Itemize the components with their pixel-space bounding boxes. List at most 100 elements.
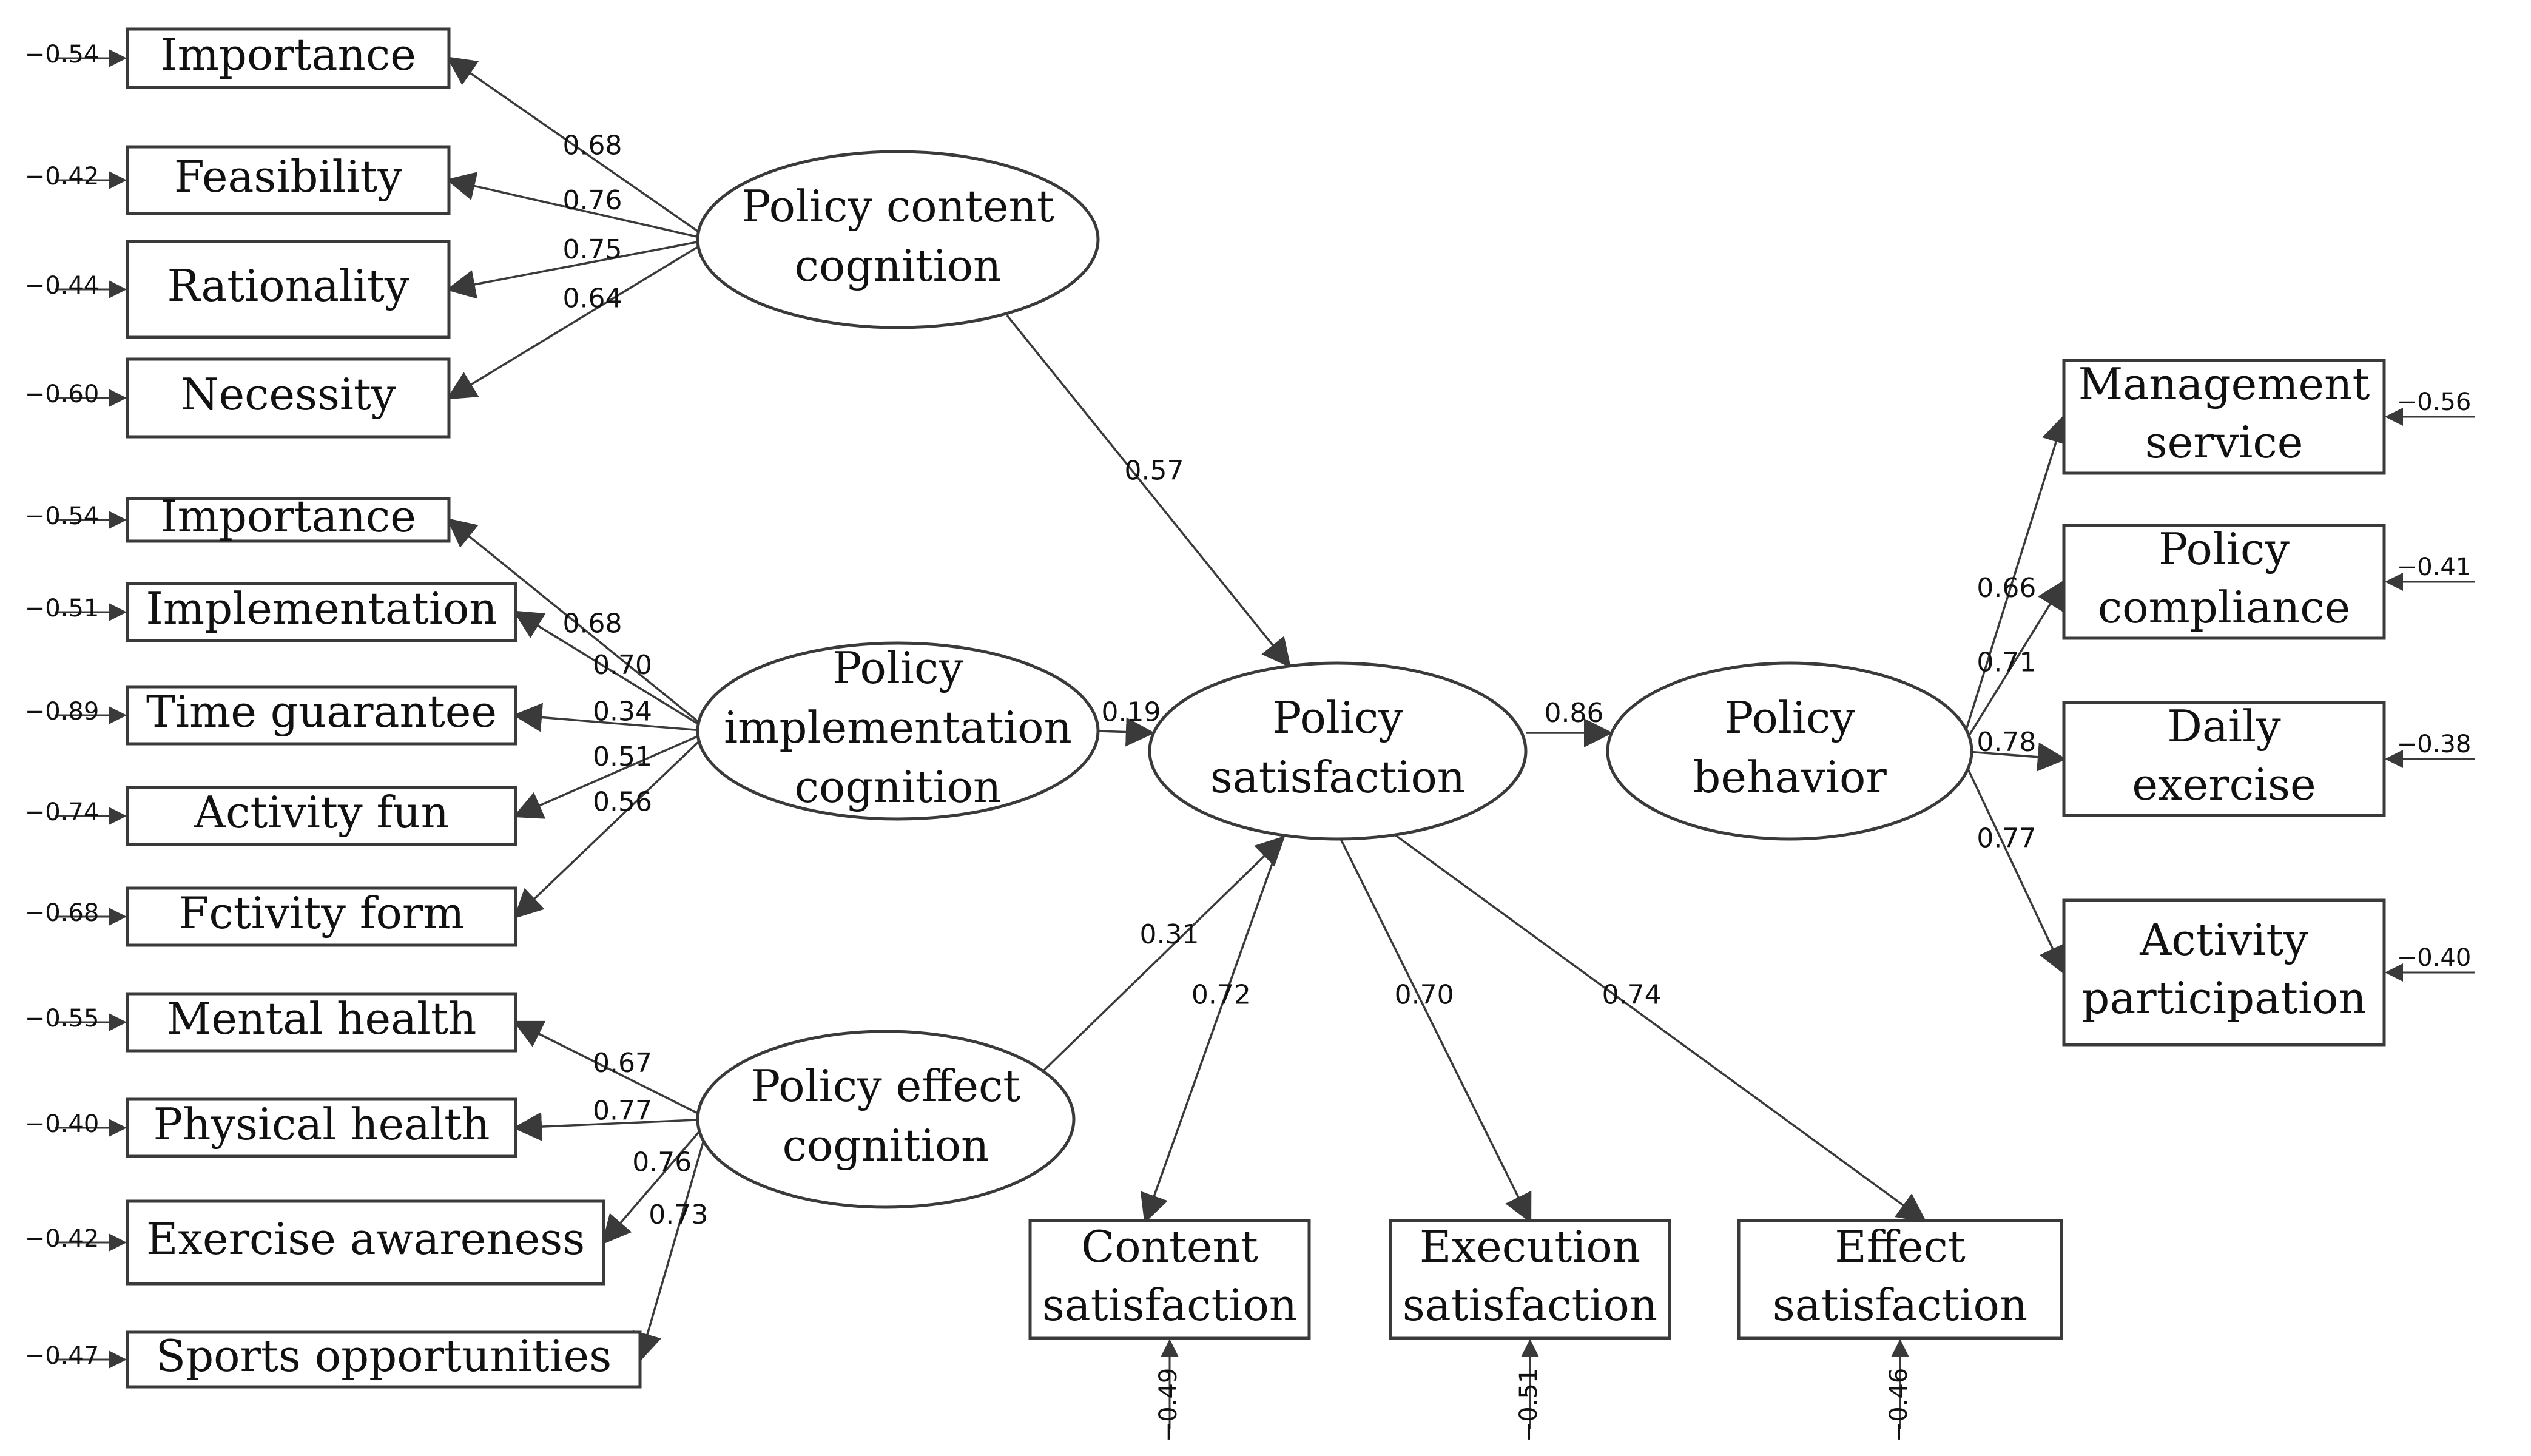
path-ps_pb: 0.86 [1545, 698, 1604, 729]
loading-pcc-1: 0.76 [563, 185, 622, 216]
loading-edge-pic-0 [447, 517, 711, 732]
error-pic-3: −0.74 [25, 798, 99, 826]
loading-pic-0: 0.68 [563, 608, 622, 639]
indicator-pec-3-label: Sports opportunities [156, 1330, 612, 1381]
loading-pic-4: 0.56 [593, 787, 652, 818]
indicator-pic-3 [126, 786, 517, 846]
loading-pcc-0: 0.68 [563, 130, 622, 161]
indicator-pic-4-label: Fctivity form [178, 888, 464, 939]
indicator-pec-1 [126, 1097, 517, 1158]
indicator-pb-3 [2062, 898, 2386, 1046]
loading-ps-1: 0.70 [1395, 980, 1454, 1011]
indicator-pic-4 [126, 886, 517, 947]
error-pcc-0: −0.54 [25, 41, 99, 69]
loading-pb-2: 0.78 [1977, 727, 2036, 758]
loading-ps-2: 0.74 [1602, 980, 1662, 1011]
indicator-pic-2-label: Time guarantee [146, 686, 497, 737]
error-pb-3: −0.40 [2397, 944, 2472, 972]
loading-edge-pic-3 [513, 730, 710, 819]
error-pic-4: −0.68 [25, 899, 99, 927]
indicator-pic-1 [126, 582, 517, 642]
latent-pcc [696, 150, 1100, 329]
indicator-pec-2 [126, 1199, 605, 1286]
indicator-pic-3-label: Activity fun [194, 787, 449, 838]
indicator-pcc-3 [126, 357, 451, 439]
loading-edge-pcc-2 [446, 238, 710, 299]
loading-edge-pb-2 [1959, 742, 2067, 772]
loading-edge-pcc-1 [446, 172, 710, 241]
indicator-pic-2 [126, 685, 517, 746]
indicator-pcc-0 [126, 27, 451, 89]
loading-pec-2: 0.76 [632, 1147, 692, 1178]
indicator-ps-2 [1737, 1219, 2063, 1340]
latent-pb [1606, 661, 1973, 841]
loading-edge-pec-0 [513, 1020, 710, 1121]
loading-pcc-3: 0.64 [563, 283, 622, 314]
path-edge-pec_ps [1042, 835, 1286, 1072]
indicator-pec-1-label: Physical health [153, 1099, 490, 1150]
indicator-pb-2 [2062, 701, 2386, 817]
indicator-pcc-2-label: Rationality [167, 260, 409, 311]
error-pb-1: −0.41 [2397, 553, 2472, 581]
loading-edge-pcc-0 [447, 56, 710, 241]
error-pcc-1: −0.42 [25, 163, 99, 190]
edges-layer [55, 49, 2475, 1429]
loading-pec-0: 0.67 [593, 1048, 652, 1079]
indicator-pb-1 [2062, 524, 2386, 640]
indicator-pic-0 [126, 497, 451, 543]
loading-edge-pic-1 [513, 610, 710, 732]
loading-edge-ps-1 [1336, 832, 1532, 1224]
indicator-pec-0-label: Mental health [167, 993, 477, 1044]
path-edge-pcc_ps [1006, 314, 1292, 668]
indicator-pec-2-label: Exercise awareness [146, 1213, 585, 1264]
error-pec-0: −0.55 [25, 1005, 99, 1033]
latent-pec [696, 1030, 1076, 1209]
loading-edge-pec-3 [633, 1119, 711, 1363]
path-pcc_ps: 0.57 [1125, 456, 1184, 487]
loading-edge-pb-3 [1958, 750, 2066, 976]
error-pic-1: −0.51 [25, 595, 99, 622]
error-pb-2: −0.38 [2397, 730, 2472, 758]
indicator-pcc-1-label: Feasibility [174, 151, 403, 202]
indicator-pec-0 [126, 992, 517, 1053]
indicator-ps-1 [1389, 1219, 1671, 1340]
indicator-ps-0 [1028, 1219, 1311, 1340]
error-pic-2: −0.89 [25, 698, 99, 726]
loading-pcc-2: 0.75 [563, 234, 622, 265]
loading-pb-3: 0.77 [1977, 823, 2036, 854]
loading-edge-pb-1 [1958, 579, 2066, 752]
indicator-pb-0 [2062, 359, 2386, 475]
latent-pic [696, 641, 1100, 821]
indicator-pcc-2 [126, 240, 451, 339]
loading-pb-0: 0.66 [1977, 573, 2036, 604]
error-ps-0: −0.49 [1154, 1368, 1182, 1443]
latent-ps [1148, 661, 1528, 841]
error-pec-3: −0.47 [25, 1342, 99, 1370]
loading-pic-3: 0.51 [593, 741, 652, 772]
nodes-layer [126, 27, 2386, 1389]
indicator-pcc-3-label: Necessity [180, 369, 396, 420]
loading-edge-pcc-3 [446, 238, 710, 400]
error-ps-2: −0.46 [1885, 1368, 1913, 1443]
error-pic-0: −0.54 [25, 502, 99, 530]
loading-pic-1: 0.70 [593, 650, 652, 681]
loading-edge-ps-2 [1391, 832, 1927, 1222]
loading-edge-pec-1 [513, 1112, 710, 1142]
error-pcc-3: −0.60 [25, 380, 99, 408]
error-pb-0: −0.56 [2397, 388, 2472, 416]
loading-edge-pic-2 [513, 703, 710, 732]
loading-pec-3: 0.73 [649, 1199, 708, 1230]
loading-ps-0: 0.72 [1191, 980, 1251, 1011]
loading-pb-1: 0.71 [1977, 647, 2036, 678]
